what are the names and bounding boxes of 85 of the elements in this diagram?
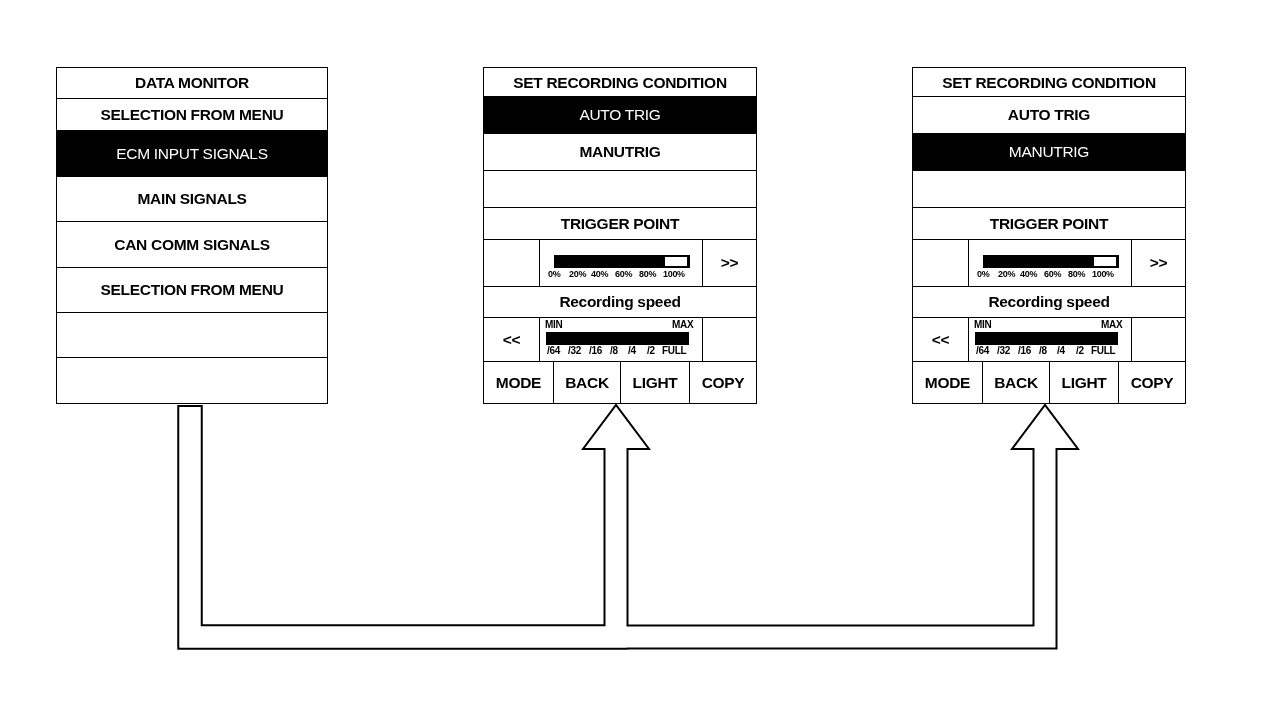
row-label: >> bbox=[1149, 254, 1168, 272]
scale-label: /32 bbox=[997, 345, 1010, 356]
row-label: SELECTION FROM MENU bbox=[100, 105, 284, 124]
row-label: TRIGGER POINT bbox=[989, 214, 1109, 233]
scale-label: /2 bbox=[1076, 345, 1084, 356]
scale-label: 40% bbox=[591, 269, 609, 279]
scale-label: /16 bbox=[589, 345, 602, 356]
menu-row bbox=[912, 286, 1186, 318]
scale-label: MIN bbox=[545, 319, 563, 330]
row-label: BACK bbox=[565, 373, 609, 392]
menu-row bbox=[483, 207, 757, 240]
menu-row bbox=[56, 67, 328, 99]
scale-label: 0% bbox=[548, 269, 561, 279]
scale-label: 60% bbox=[615, 269, 633, 279]
row-label: Recording speed bbox=[559, 293, 681, 311]
screen-panel bbox=[56, 67, 328, 404]
row-label: BACK bbox=[994, 373, 1038, 392]
highlighted-menu-row bbox=[56, 130, 328, 177]
scale-label: /4 bbox=[1057, 345, 1065, 356]
row-label: MODE bbox=[924, 373, 971, 392]
row-label: Recording speed bbox=[988, 293, 1110, 311]
row-label: COPY bbox=[701, 373, 745, 392]
scale-label: FULL bbox=[662, 345, 687, 356]
row-label: SELECTION FROM MENU bbox=[100, 281, 284, 299]
row-label: AUTO TRIG bbox=[579, 106, 661, 124]
scale-label: /8 bbox=[1039, 345, 1047, 356]
scale-label: 20% bbox=[569, 269, 587, 279]
row-label: << bbox=[502, 330, 521, 349]
row-label: COPY bbox=[1130, 373, 1174, 392]
row-label: SET RECORDING CONDITION bbox=[942, 73, 1156, 92]
scale-label: /8 bbox=[610, 345, 618, 356]
blank-row bbox=[56, 357, 328, 404]
scale-label: 20% bbox=[998, 269, 1016, 279]
menu-row bbox=[912, 207, 1186, 240]
row-label: >> bbox=[720, 254, 739, 272]
scale-label: 100% bbox=[1092, 269, 1114, 279]
row-label: MAIN SIGNALS bbox=[137, 190, 247, 208]
menu-row bbox=[912, 67, 1186, 98]
scale-label: /16 bbox=[1018, 345, 1031, 356]
highlighted-menu-row bbox=[483, 96, 757, 134]
blank-row bbox=[483, 170, 757, 208]
screen-panel bbox=[483, 67, 757, 404]
row-label: ECM INPUT SIGNALS bbox=[116, 144, 268, 163]
scale-label: 100% bbox=[663, 269, 685, 279]
scale-label: /64 bbox=[976, 345, 989, 356]
scale-label: FULL bbox=[1091, 345, 1116, 356]
menu-row bbox=[1118, 361, 1186, 404]
menu-row bbox=[56, 176, 328, 222]
scale-label: /4 bbox=[628, 345, 636, 356]
row-label: TRIGGER POINT bbox=[560, 214, 680, 233]
scale-label: /32 bbox=[568, 345, 581, 356]
scale-label: /2 bbox=[647, 345, 655, 356]
screen-panel bbox=[912, 67, 1186, 404]
scale-label: MIN bbox=[974, 319, 992, 330]
scale-label: MAX bbox=[1101, 319, 1123, 330]
row-label: MANUTRIG bbox=[579, 143, 661, 161]
scale-label: 0% bbox=[977, 269, 990, 279]
scale-label: 40% bbox=[1020, 269, 1038, 279]
row-label: SET RECORDING CONDITION bbox=[513, 73, 727, 92]
row-label: MODE bbox=[495, 373, 542, 392]
scale-label: MAX bbox=[672, 319, 694, 330]
scale-label: 60% bbox=[1044, 269, 1062, 279]
menu-row bbox=[483, 361, 554, 404]
highlighted-menu-row bbox=[912, 133, 1186, 171]
menu-row bbox=[56, 98, 328, 131]
menu-row bbox=[56, 267, 328, 313]
menu-row bbox=[56, 221, 328, 268]
row-label: AUTO TRIG bbox=[1007, 106, 1091, 124]
row-label: LIGHT bbox=[632, 373, 678, 392]
scale-label: 80% bbox=[1068, 269, 1086, 279]
row-label: LIGHT bbox=[1061, 373, 1107, 392]
blank-row bbox=[912, 170, 1186, 208]
scale-label: 80% bbox=[639, 269, 657, 279]
menu-row bbox=[483, 286, 757, 318]
row-label: DATA MONITOR bbox=[135, 74, 249, 92]
menu-row bbox=[483, 67, 757, 98]
row-label: MANUTRIG bbox=[1008, 143, 1090, 161]
blank-row bbox=[56, 312, 328, 358]
menu-row bbox=[483, 133, 757, 171]
menu-row bbox=[912, 96, 1186, 134]
row-label: << bbox=[931, 330, 950, 349]
scale-label: /64 bbox=[547, 345, 560, 356]
menu-row bbox=[689, 361, 757, 404]
menu-row bbox=[912, 361, 983, 404]
row-label: CAN COMM SIGNALS bbox=[114, 235, 270, 254]
